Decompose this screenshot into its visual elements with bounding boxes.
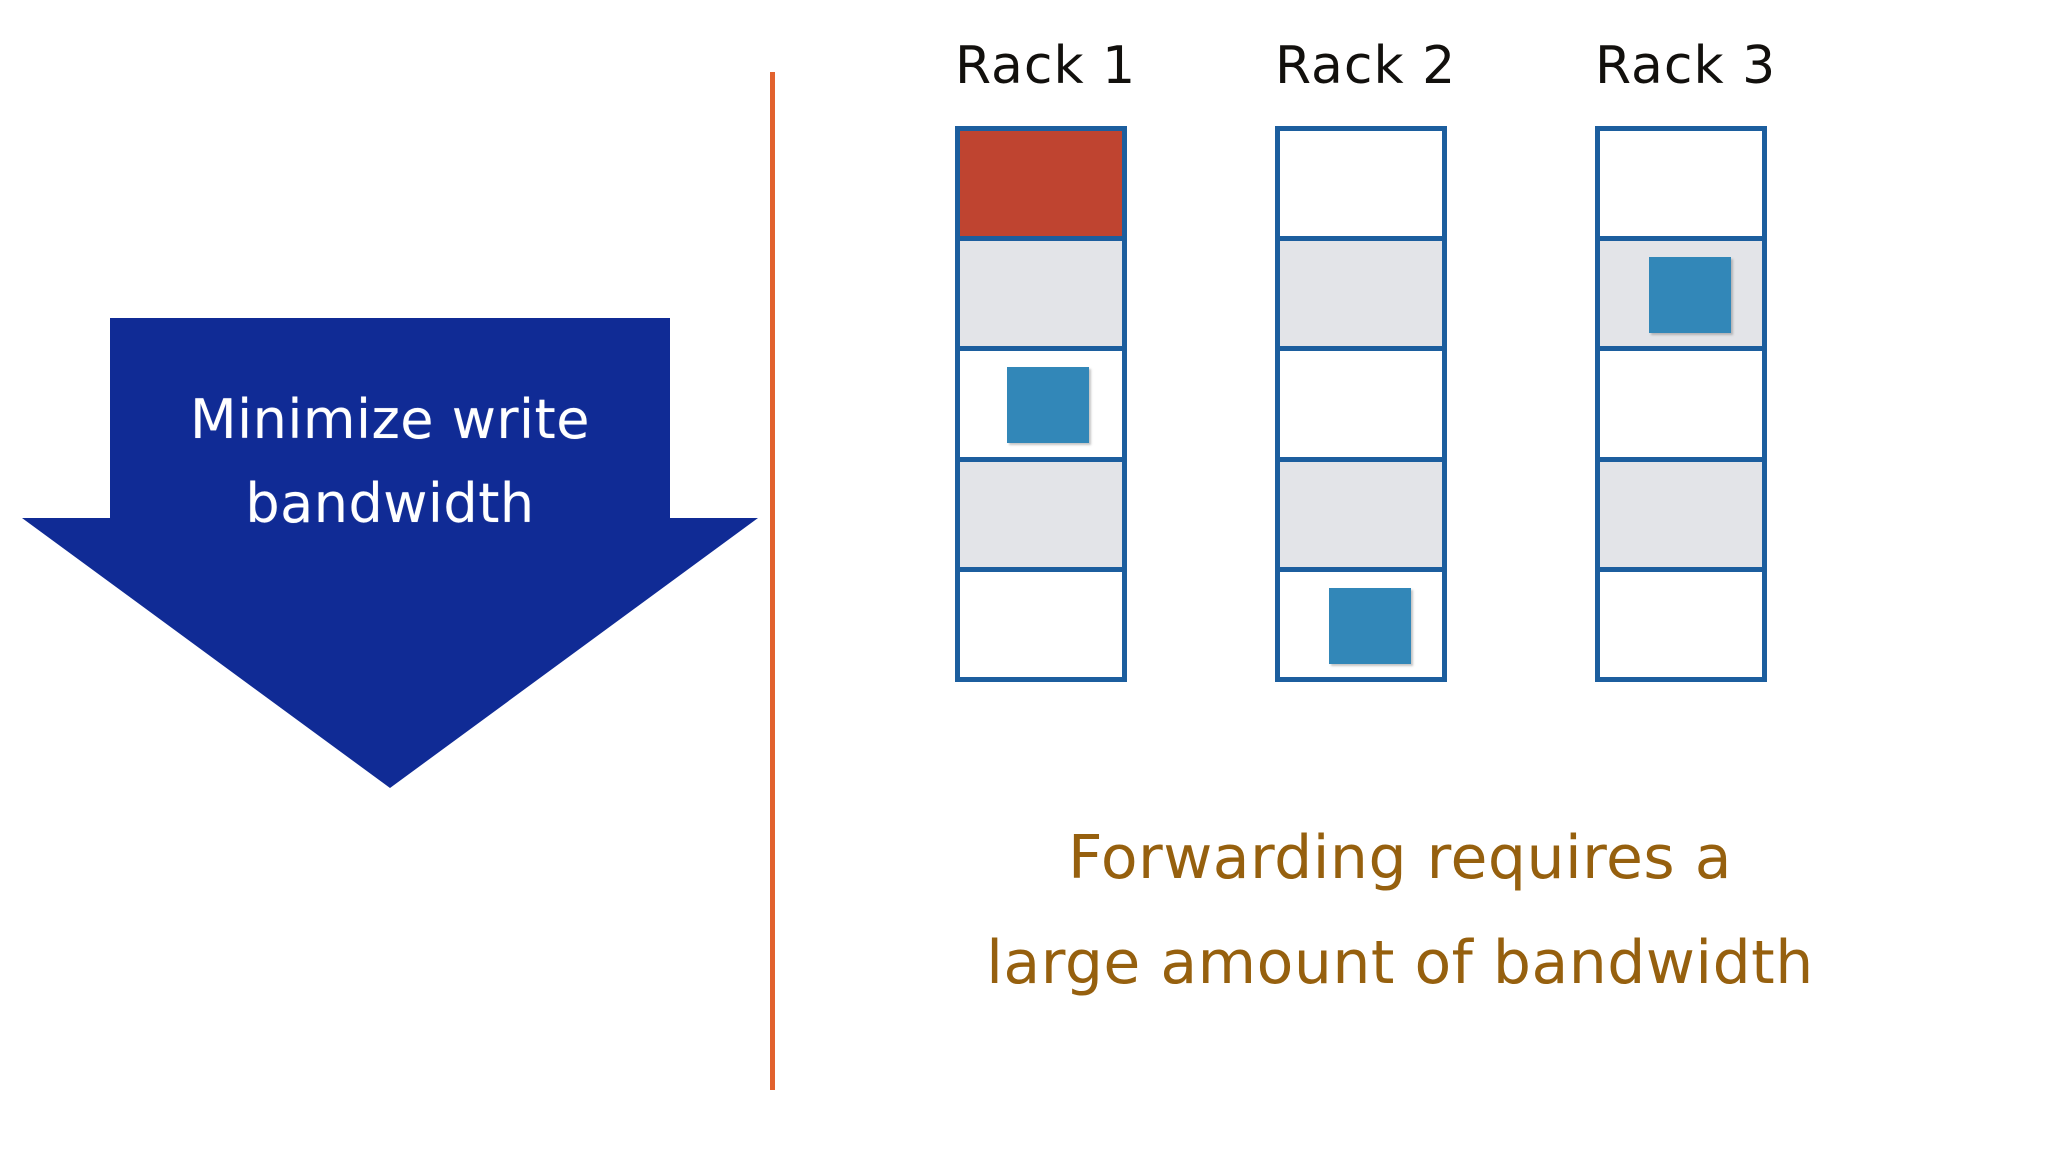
rack-2-cell-3[interactable] — [1280, 351, 1442, 462]
rack-group-1: Rack 1 — [955, 36, 1137, 682]
rack-frame-1[interactable] — [955, 126, 1127, 682]
rack-3-cell-5[interactable] — [1600, 571, 1762, 678]
rack-3-cell-1[interactable] — [1600, 131, 1762, 242]
rack-2-cell-1[interactable] — [1280, 131, 1442, 242]
forwarding-bandwidth-caption: Forwarding requires a large amount of ba… — [986, 823, 1814, 998]
rack-label-2: Rack 2 — [1275, 36, 1457, 96]
rack-3-cell-2[interactable] — [1600, 241, 1762, 352]
minimize-write-bandwidth-callout: Minimize write bandwidth — [22, 318, 758, 788]
rack-label-1: Rack 1 — [955, 36, 1137, 96]
down-arrow-shape — [22, 318, 758, 788]
rack-3-cell-4[interactable] — [1600, 461, 1762, 572]
data-block-rack-1[interactable] — [1007, 367, 1089, 444]
rack-1-cell-5[interactable] — [960, 571, 1122, 678]
rack-label-3: Rack 3 — [1595, 36, 1777, 96]
callout-text: Minimize write bandwidth — [190, 388, 590, 535]
rack-1-cell-3[interactable] — [960, 351, 1122, 462]
rack-1-cell-2[interactable] — [960, 241, 1122, 352]
rack-1-cell-1[interactable] — [960, 131, 1122, 242]
rack-2-cell-4[interactable] — [1280, 461, 1442, 572]
rack-frame-3[interactable] — [1595, 126, 1767, 682]
vertical-divider — [770, 72, 775, 1090]
rack-group-3: Rack 3 — [1595, 36, 1777, 682]
rack-3-cell-3[interactable] — [1600, 351, 1762, 462]
rack-2-cell-5[interactable] — [1280, 571, 1442, 678]
data-block-rack-2[interactable] — [1329, 587, 1411, 664]
rack-1-cell-4[interactable] — [960, 461, 1122, 572]
rack-frame-2[interactable] — [1275, 126, 1447, 682]
rack-group-2: Rack 2 — [1275, 36, 1457, 682]
data-block-rack-3[interactable] — [1649, 257, 1731, 334]
rack-2-cell-2[interactable] — [1280, 241, 1442, 352]
